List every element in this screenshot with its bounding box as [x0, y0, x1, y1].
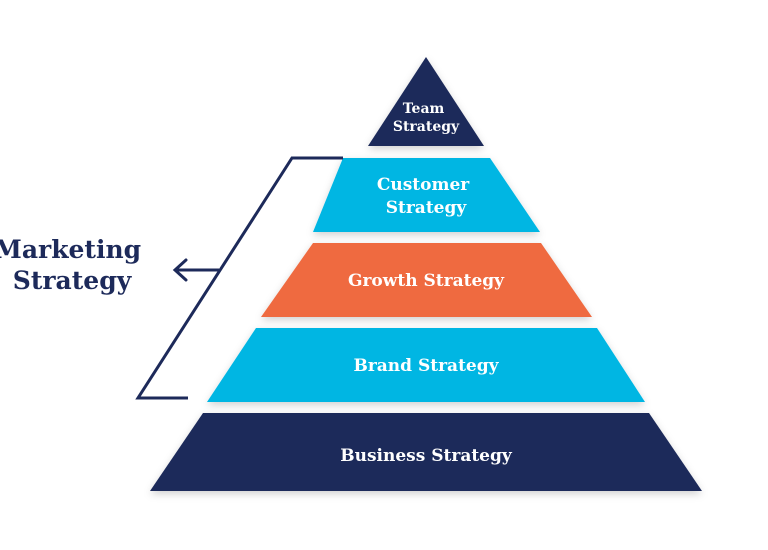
bracket-line [135, 156, 343, 400]
tier-label-line: Strategy [386, 198, 468, 218]
side-label-line: Strategy [13, 266, 133, 295]
tier-shape [368, 57, 484, 146]
tier-shape [313, 158, 540, 232]
marketing-strategy-label: Marketing Strategy [0, 235, 150, 295]
side-label-line: Marketing [0, 235, 141, 264]
tier-customer-strategy: Customer Strategy [313, 158, 540, 232]
tier-shape [261, 243, 592, 317]
svg-text:Growth Strategy: Growth Strategy [348, 271, 505, 291]
svg-text:Business Strategy: Business Strategy [340, 446, 513, 466]
tier-shape [207, 328, 645, 402]
tier-label-line: Team [403, 101, 445, 117]
svg-text:Brand Strategy: Brand Strategy [353, 356, 499, 376]
tier-label-line: Growth Strategy [348, 271, 505, 291]
tier-shape [150, 413, 702, 491]
tier-team-strategy: Team Strategy [368, 57, 484, 146]
tier-growth-strategy: Growth Strategy [261, 243, 592, 317]
tier-brand-strategy: Brand Strategy [207, 328, 645, 402]
tier-business-strategy: Business Strategy [150, 413, 702, 491]
tier-label-line: Brand Strategy [353, 356, 499, 376]
svg-text:Customer Strategy: Customer Strategy [377, 175, 475, 218]
tier-label-line: Customer [377, 175, 470, 195]
tier-label-line: Strategy [393, 119, 460, 135]
marketing-bracket [135, 156, 343, 400]
svg-text:Team Strategy: Team Strategy [393, 101, 460, 135]
tier-label-line: Business Strategy [340, 446, 513, 466]
arrow-left-icon [172, 258, 188, 282]
